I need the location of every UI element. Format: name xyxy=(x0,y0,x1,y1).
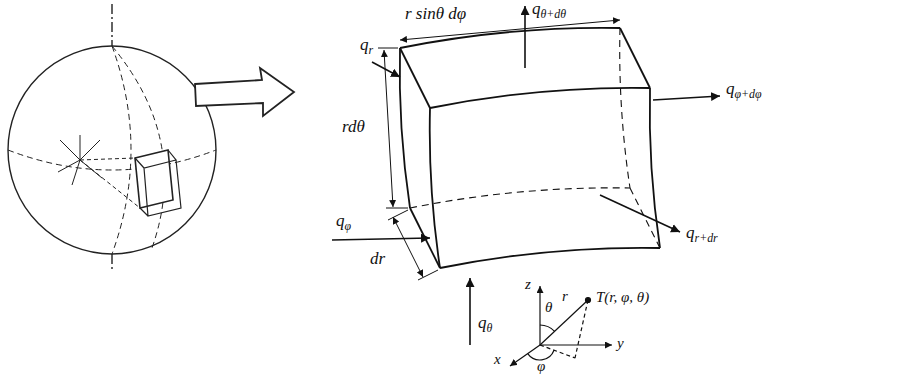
projection-line xyxy=(540,300,588,358)
small-element-edges xyxy=(135,150,181,216)
dimension-line xyxy=(393,217,423,277)
enlarge-arrow xyxy=(195,68,294,116)
flux-label: r sinθ dφ xyxy=(405,5,466,24)
flux-label: qθ xyxy=(478,314,492,335)
axis xyxy=(510,345,540,366)
angle-arc xyxy=(540,325,555,331)
element-edge xyxy=(400,48,410,208)
dimensions xyxy=(378,20,620,280)
flux-arrow xyxy=(600,195,680,232)
dimension-line xyxy=(384,50,393,207)
radius-line xyxy=(540,300,588,345)
axis-label: φ xyxy=(537,358,545,375)
sphere-outline xyxy=(8,46,216,254)
flux-arrow xyxy=(332,238,430,240)
sphere xyxy=(8,4,216,272)
axis-label: θ xyxy=(545,299,552,316)
hidden-edges xyxy=(410,28,660,248)
axis xyxy=(539,286,540,345)
flux-arrows xyxy=(332,6,720,345)
polar-axis xyxy=(111,4,112,46)
center-rays xyxy=(58,135,140,208)
element-edge xyxy=(650,88,660,248)
point xyxy=(586,298,591,303)
meridian xyxy=(112,46,131,254)
element-edge xyxy=(430,108,440,268)
element-edge xyxy=(400,28,620,48)
polar-axis xyxy=(111,254,112,272)
flux-label: qθ+dθ xyxy=(532,0,566,21)
element-edge xyxy=(430,88,650,108)
flux-label: qφ xyxy=(336,212,351,233)
volume-element xyxy=(400,28,660,268)
small-element xyxy=(135,150,173,208)
meridian xyxy=(112,46,164,248)
extension-line xyxy=(388,210,438,280)
axis-label: r xyxy=(562,288,568,305)
flux-arrow xyxy=(524,6,526,68)
axis xyxy=(540,344,612,345)
flux-arrow xyxy=(469,278,471,345)
axis-label: z xyxy=(525,276,531,293)
parallel xyxy=(8,150,216,170)
flux-label: qr xyxy=(360,36,373,57)
element-edge xyxy=(440,248,660,268)
axis-label: T(r, φ, θ) xyxy=(596,289,649,306)
flux-label: dr xyxy=(370,250,385,269)
extension-line xyxy=(378,48,408,208)
axis-label: x xyxy=(494,351,501,368)
flux-label: qr+dr xyxy=(686,224,718,245)
flux-label: qφ+dφ xyxy=(726,80,762,101)
flux-arrow xyxy=(372,62,400,77)
flux-label: rdθ xyxy=(342,118,365,137)
flux-arrow xyxy=(653,96,720,100)
axis-label: y xyxy=(617,335,624,352)
element-edge xyxy=(620,28,650,88)
element-edge xyxy=(400,48,430,108)
